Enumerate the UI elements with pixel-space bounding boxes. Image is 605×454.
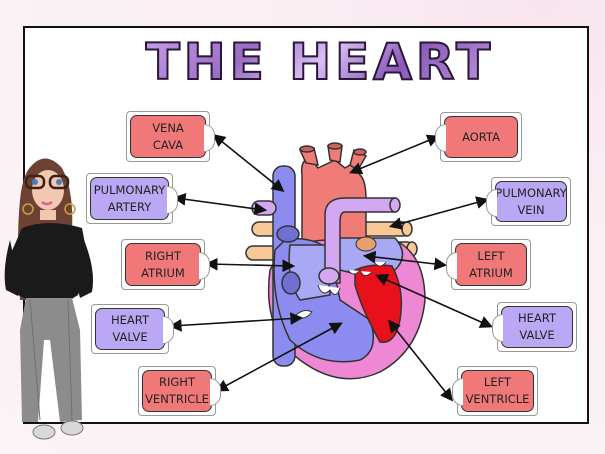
arrow-right-ventricle <box>215 322 343 392</box>
label-pulmonary-vein: PULMONARY VEIN <box>486 177 571 226</box>
label-arrows <box>168 133 493 402</box>
page-title: THE HEART <box>140 30 500 94</box>
arrow-aorta <box>349 134 440 175</box>
arrow-left-atrium <box>362 250 448 271</box>
label-heart-valve-right: HEART VALVE <box>492 302 577 352</box>
arrow-pulmonary-vein <box>388 196 490 230</box>
arrow-heart-valve-right <box>375 274 493 328</box>
label-heart-valve-left: HEART VALVE <box>91 304 174 354</box>
arrow-heart-valve-left <box>168 312 304 332</box>
avatar-character <box>4 158 93 440</box>
arrow-pulmonary-artery <box>172 192 268 216</box>
arrow-left-ventricle <box>388 319 453 402</box>
label-right-ventricle: RIGHT VENTRICLE <box>138 366 221 416</box>
label-aorta: AORTA <box>435 112 522 162</box>
label-pulmonary-artery: PULMONARY ARTERY <box>86 173 178 224</box>
arrow-right-atrium <box>204 257 296 273</box>
arrow-vena-cava <box>212 133 285 193</box>
label-left-ventricle: LEFT VENTRICLE <box>452 366 538 416</box>
label-right-atrium: RIGHT ATRIUM <box>121 239 210 290</box>
label-vena-cava: VENA CAVA <box>126 111 215 162</box>
label-left-atrium: LEFT ATRIUM <box>446 239 531 290</box>
